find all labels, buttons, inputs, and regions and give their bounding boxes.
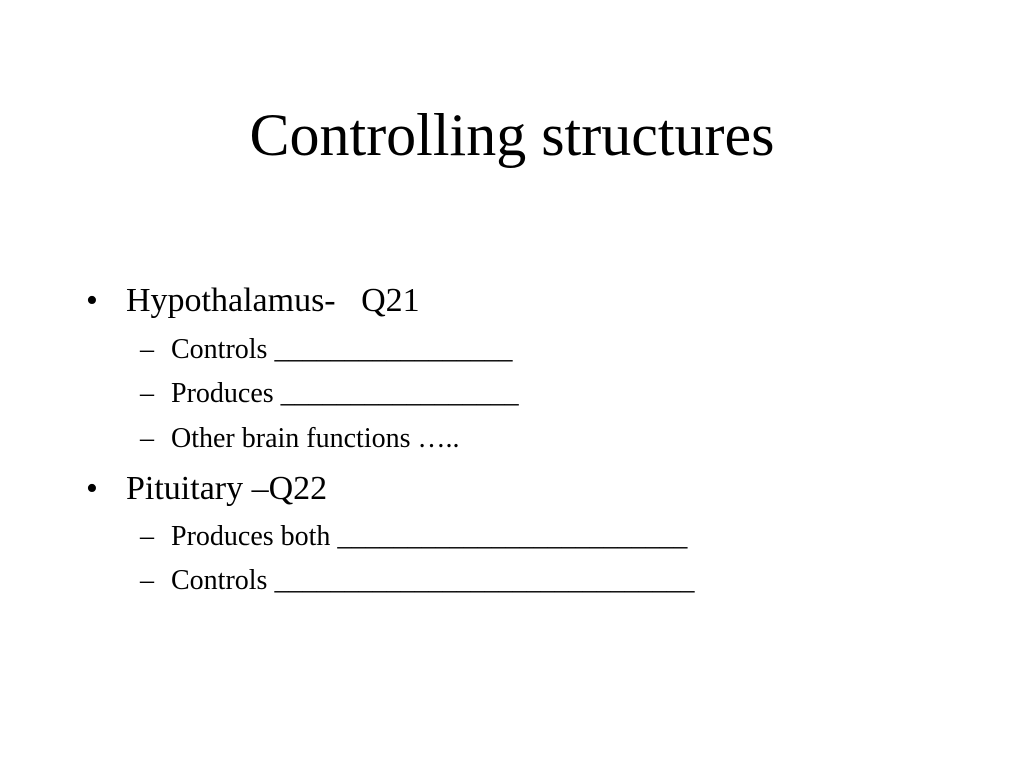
bullet-item-pituitary: Pituitary –Q22 <box>126 470 328 507</box>
sub-item-controls-2: Controls ______________________________ <box>171 565 695 596</box>
sub-bullet-marker: – <box>140 565 154 596</box>
sub-bullet-marker: – <box>140 423 154 454</box>
sub-item-produces-both: Produces both _________________________ <box>171 521 688 552</box>
sub-bullet-marker: – <box>140 334 154 365</box>
sub-bullet-marker: – <box>140 521 154 552</box>
sub-item-other-brain-functions: Other brain functions ….. <box>171 423 460 454</box>
sub-item-controls: Controls _________________ <box>171 334 513 365</box>
bullet-marker: • <box>86 282 98 319</box>
sub-bullet-marker: – <box>140 378 154 409</box>
sub-item-produces: Produces _________________ <box>171 378 519 409</box>
slide-title: Controlling structures <box>249 102 775 168</box>
bullet-item-hypothalamus: Hypothalamus- Q21 <box>126 282 420 319</box>
bullet-marker: • <box>86 470 98 507</box>
